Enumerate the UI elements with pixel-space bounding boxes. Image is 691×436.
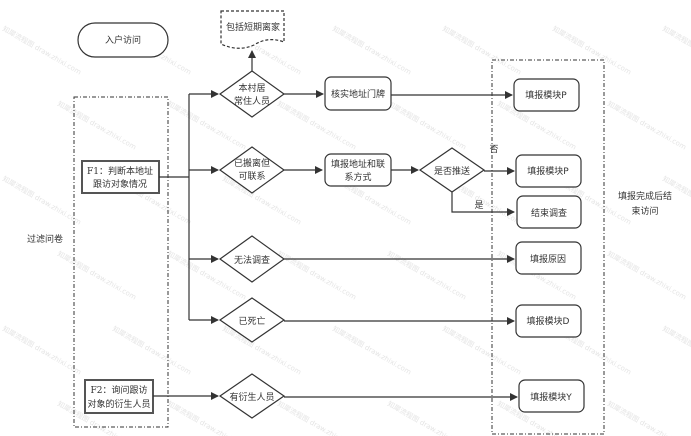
watermark-text: 知犀流程图 draw.zhixi.com: [606, 99, 688, 152]
decision-deceased-label: 已死亡: [238, 315, 265, 327]
watermark-text: 知犀流程图 draw.zhixi.com: [1, 324, 83, 377]
watermark-text: 知犀流程图 draw.zhixi.com: [551, 24, 633, 77]
watermark-text: 知犀流程图 draw.zhixi.com: [441, 24, 523, 77]
edge-label-no: 否: [489, 144, 498, 155]
decision-resident-line1: 本村居: [238, 82, 265, 94]
decision-derived-label: 有衍生人员: [229, 391, 274, 403]
decision-push[interactable]: 是否推送: [418, 147, 486, 193]
f2-box[interactable]: F2：询问跟访 对象的衍生人员: [84, 379, 154, 414]
output-module-p-2[interactable]: 填报模块P: [515, 154, 582, 188]
output-module-y[interactable]: 填报模块Y: [518, 379, 585, 413]
watermark-text: 知犀流程图 draw.zhixi.com: [276, 399, 358, 436]
decision-unable-label: 无法调查: [234, 254, 270, 266]
watermark-text: 知犀流程图 draw.zhixi.com: [331, 324, 413, 377]
process-fill-contact-line1: 填报地址和联: [331, 158, 385, 170]
watermark-text: 知犀流程图 draw.zhixi.com: [661, 324, 691, 377]
process-verify-address-label: 核实地址门牌: [331, 88, 385, 100]
decision-push-label: 是否推送: [434, 165, 470, 177]
filter-section-label: 过滤问卷: [27, 233, 63, 245]
watermark-text: 知犀流程图 draw.zhixi.com: [661, 24, 691, 77]
end-section-container: [491, 59, 605, 435]
watermark-text: 知犀流程图 draw.zhixi.com: [56, 249, 138, 302]
watermark-text: 知犀流程图 draw.zhixi.com: [111, 324, 193, 377]
output-module-d-label: 填报模块D: [527, 315, 570, 327]
f1-box[interactable]: F1：判断本地址 跟访对象情况: [81, 160, 160, 194]
f1-line2: 跟访对象情况: [93, 178, 147, 190]
decision-resident-line2: 常住人员: [234, 95, 270, 107]
start-node-label: 入户访问: [105, 34, 141, 46]
watermark-text: 知犀流程图 draw.zhixi.com: [606, 399, 688, 436]
watermark-text: 知犀流程图 draw.zhixi.com: [1, 24, 83, 77]
f1-line1: F1：判断本地址: [87, 165, 153, 177]
process-fill-contact[interactable]: 填报地址和联 系方式: [324, 153, 392, 187]
watermark-text: 知犀流程图 draw.zhixi.com: [441, 324, 523, 377]
watermark-text: 知犀流程图 draw.zhixi.com: [386, 249, 468, 302]
decision-moved-line2: 可联系: [238, 171, 265, 182]
process-fill-contact-line2: 系方式: [344, 171, 371, 183]
edge-label-yes: 是: [474, 200, 483, 211]
decision-unable[interactable]: 无法调查: [218, 235, 286, 283]
watermark-text: 知犀流程图 draw.zhixi.com: [606, 249, 688, 302]
output-fill-reason[interactable]: 填报原因: [515, 241, 582, 275]
watermark-text: 知犀流程图 draw.zhixi.com: [56, 99, 138, 152]
end-section-label-line1: 填报完成后结: [618, 190, 672, 202]
output-module-d[interactable]: 填报模块D: [515, 304, 582, 338]
decision-resident[interactable]: 本村居 常住人员: [218, 70, 286, 118]
note-label: 包括短期离家: [226, 21, 280, 33]
output-end-survey[interactable]: 结束调查: [516, 195, 582, 229]
decision-moved-line1: 已搬离但: [234, 157, 270, 169]
watermark-text: 知犀流程图 draw.zhixi.com: [276, 249, 358, 302]
output-module-p-2-label: 填报模块P: [527, 165, 569, 177]
watermark-text: 知犀流程图 draw.zhixi.com: [331, 24, 413, 77]
edge-push-yes: [451, 192, 515, 216]
watermark-text: 知犀流程图 draw.zhixi.com: [386, 99, 468, 152]
decision-deceased[interactable]: 已死亡: [218, 297, 286, 343]
decision-derived[interactable]: 有衍生人员: [218, 373, 286, 419]
process-verify-address[interactable]: 核实地址门牌: [324, 76, 392, 111]
decision-moved[interactable]: 已搬离但 可联系: [218, 146, 286, 194]
f2-line2: 对象的衍生人员: [87, 398, 150, 410]
end-section-label-line2: 束访问: [631, 205, 658, 217]
output-fill-reason-label: 填报原因: [530, 253, 566, 265]
output-module-p-1[interactable]: 填报模块P: [513, 78, 580, 112]
output-module-y-label: 填报模块Y: [530, 391, 572, 403]
output-end-survey-label: 结束调查: [531, 207, 567, 219]
watermark-text: 知犀流程图 draw.zhixi.com: [386, 399, 468, 436]
note-short-term-away[interactable]: 包括短期离家: [220, 10, 285, 49]
filter-section-container: [73, 96, 169, 428]
output-module-p-1-label: 填报模块P: [525, 89, 567, 101]
f2-line1: F2：询问跟访: [91, 384, 148, 396]
watermark-text: 知犀流程图 draw.zhixi.com: [1, 174, 83, 227]
start-node[interactable]: 入户访问: [77, 22, 169, 58]
